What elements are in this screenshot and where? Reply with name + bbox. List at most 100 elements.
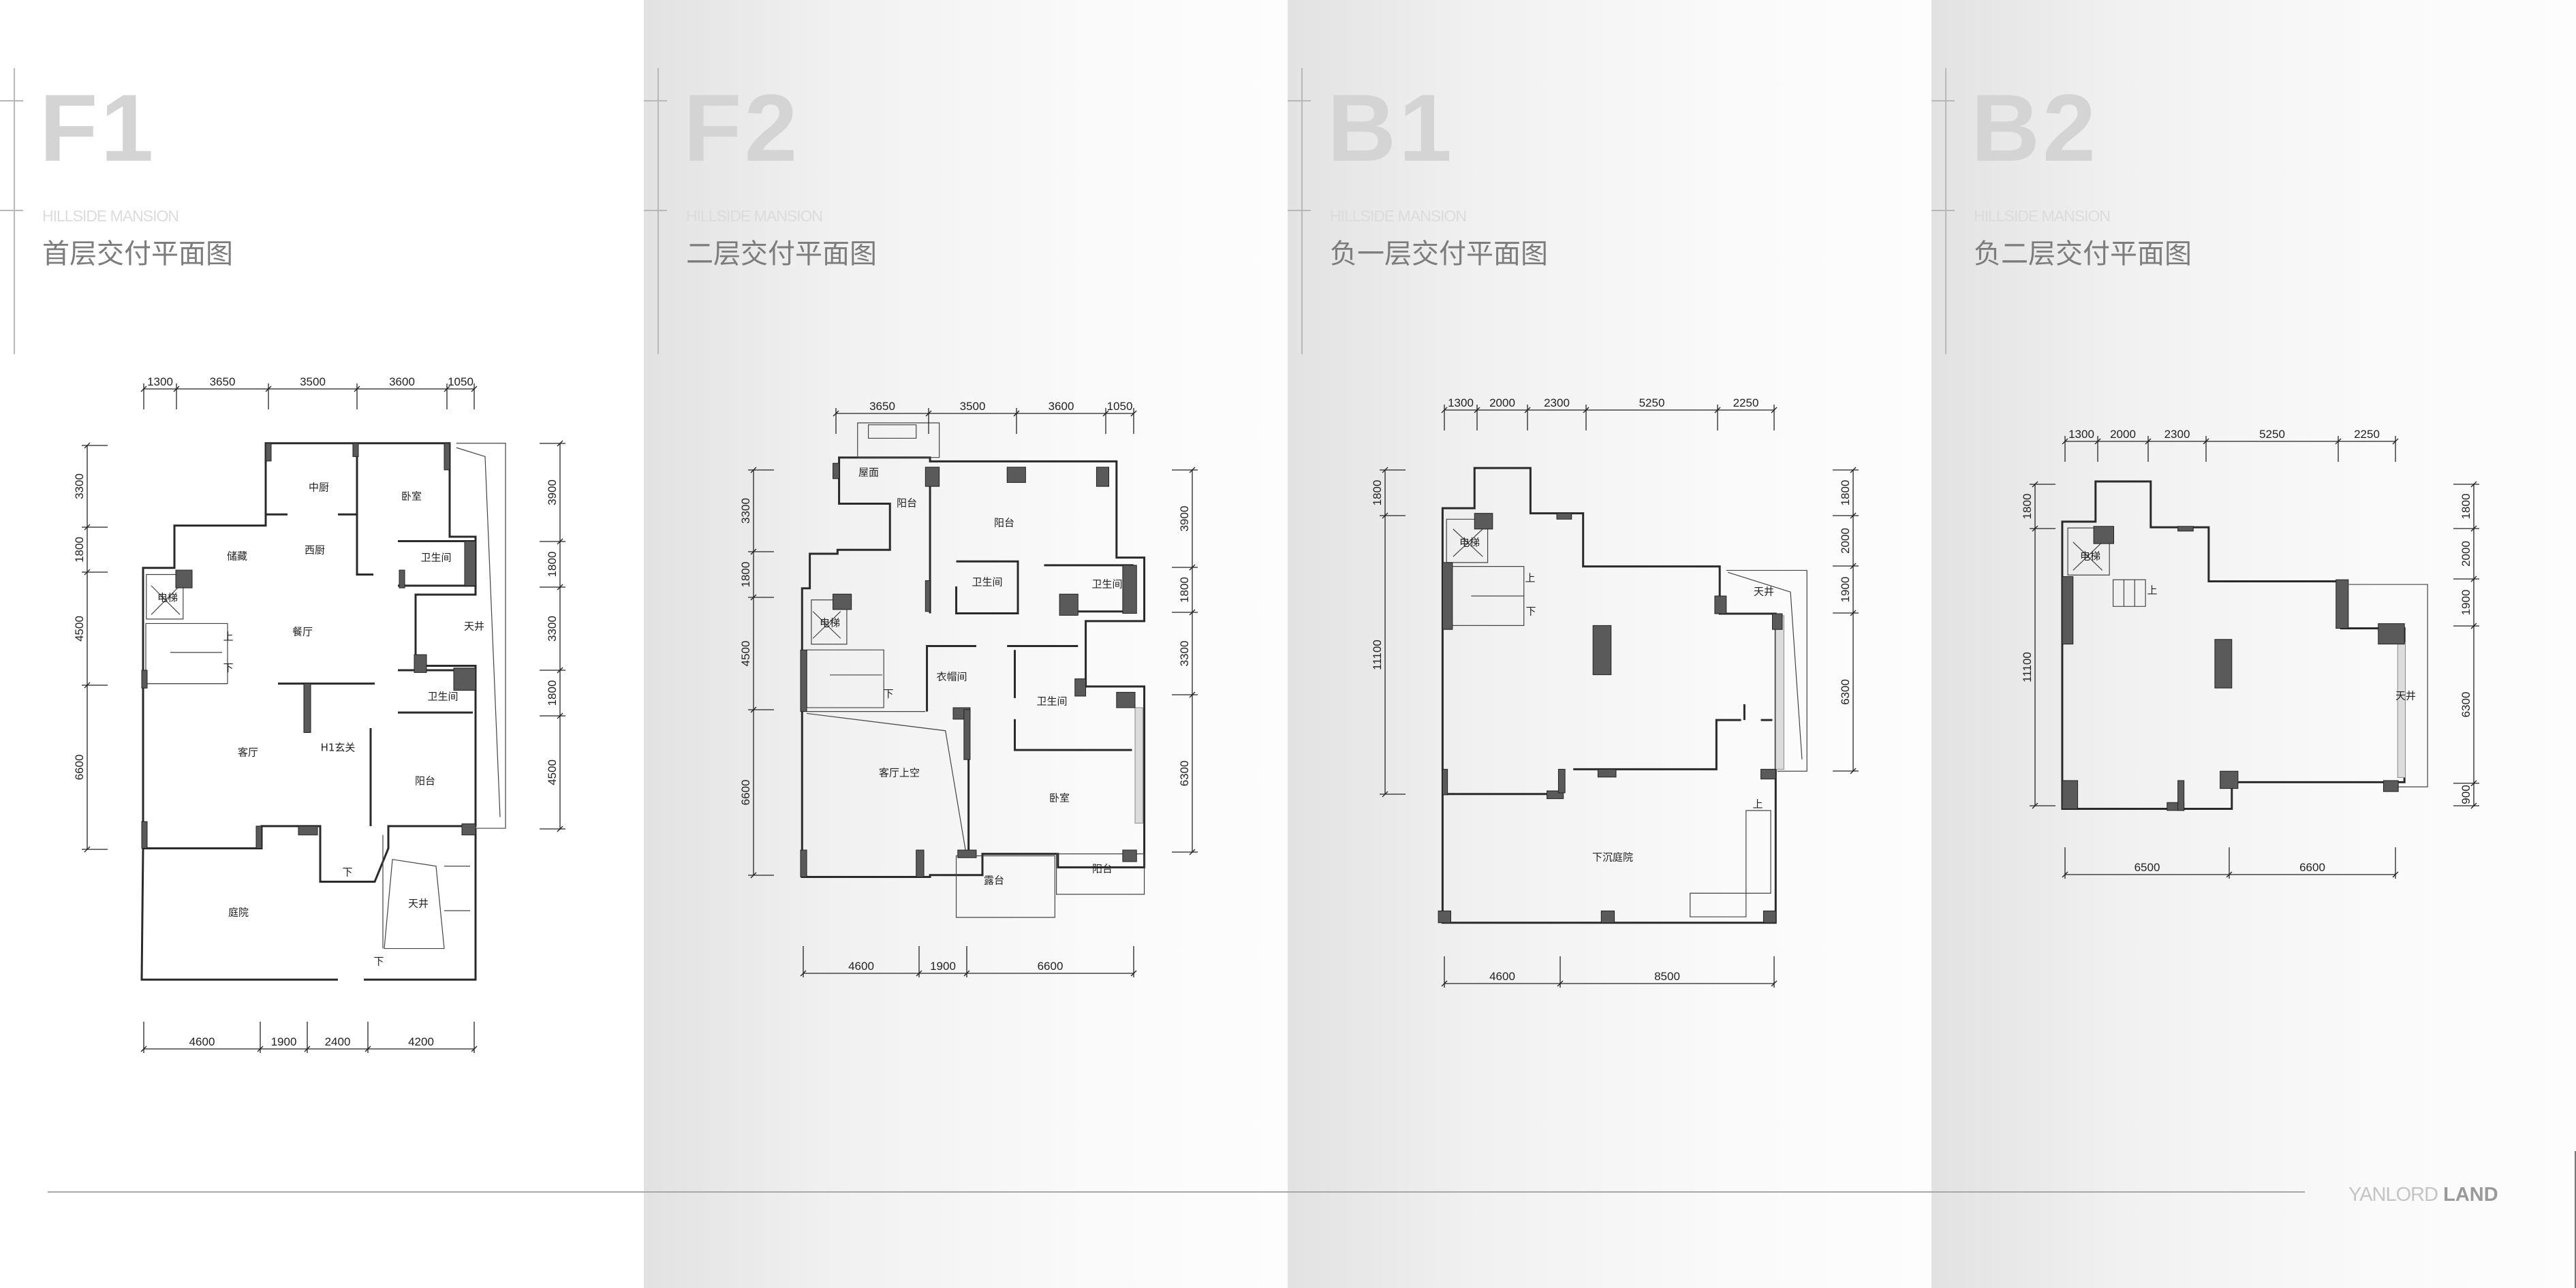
panel-f1: F1 HILLSIDE MANSION 首层交付平面图 — [0, 0, 644, 1288]
room-label: 电梯 — [1459, 537, 1480, 549]
dimension-tick — [1850, 768, 1857, 774]
dimension-label: 2400 — [325, 1035, 351, 1048]
divider-line — [1945, 68, 1946, 354]
dimension-label: 2000 — [2110, 428, 2136, 441]
dimension-tick — [364, 1046, 371, 1052]
dimension-tick — [471, 386, 478, 392]
dimension-label: 4500 — [739, 641, 752, 667]
dimension-tick — [84, 569, 91, 576]
dimension-label: 2300 — [1544, 396, 1570, 409]
dimension-label: 6600 — [2299, 861, 2325, 874]
dimension-label: 3300 — [546, 616, 559, 642]
dimension-label: 1800 — [546, 552, 559, 578]
brand-light: YANLORD — [2348, 1184, 2438, 1206]
dimension-label: 3600 — [1049, 400, 1074, 413]
floor-plan-f1 — [142, 443, 506, 980]
dimension-tick — [2392, 871, 2399, 878]
room-label: 上 — [2147, 584, 2157, 597]
divider-line — [657, 68, 659, 354]
dimension-label: 1050 — [1107, 400, 1133, 413]
dimension-tick — [1557, 980, 1564, 987]
dimension-tick — [916, 970, 922, 977]
dimension-tick — [1189, 849, 1196, 855]
room-label: 上 — [1752, 798, 1763, 811]
room-label: 客厅 — [238, 747, 258, 759]
room-label: 屋面 — [858, 467, 879, 479]
dimension-tick — [2203, 438, 2209, 445]
dimension-tick — [2032, 481, 2038, 488]
divider-tick — [644, 210, 667, 211]
project-subtitle: HILLSIDE MANSION — [1330, 207, 1467, 225]
room-label: 上 — [1525, 572, 1535, 584]
footer-rule — [48, 1191, 2305, 1193]
dimension-tick — [1189, 691, 1196, 698]
room-label: 庭院 — [228, 907, 249, 919]
dimension-tick — [1850, 563, 1857, 569]
room-label: 阳台 — [1092, 863, 1113, 875]
dimension-tick — [557, 538, 563, 545]
brand-logo: YANLORD LAND — [2348, 1184, 2498, 1206]
dimension-label: 4500 — [546, 759, 559, 785]
room-label: 电梯 — [2080, 550, 2100, 563]
dimension-label: 1800 — [73, 537, 86, 563]
dimension-label: 8500 — [1654, 970, 1680, 983]
dimension-label: 1300 — [1448, 396, 1474, 409]
dimension-tick — [833, 410, 839, 417]
divider-line — [1301, 68, 1303, 354]
dimension-tick — [963, 970, 970, 977]
dimension-label: 4600 — [1489, 970, 1515, 983]
dimension-tick — [557, 667, 563, 674]
plan-title: 二层交付平面图 — [686, 238, 877, 270]
dimension-tick — [304, 1046, 311, 1052]
dimension-tick — [84, 442, 91, 449]
room-label: 下 — [342, 866, 352, 879]
dimension-tick — [557, 712, 563, 719]
dimension-tick — [1771, 407, 1778, 413]
room-label: 餐厅 — [292, 626, 313, 638]
room-label: 衣帽间 — [936, 671, 967, 683]
dimension-tick — [444, 386, 450, 392]
dimension-label: 1800 — [1371, 480, 1384, 506]
dimension-tick — [2062, 438, 2068, 445]
dimension-tick — [2470, 525, 2477, 532]
room-label: 天井 — [408, 898, 429, 910]
dimension-label: 2000 — [1489, 396, 1515, 409]
project-subtitle: HILLSIDE MANSION — [686, 207, 823, 225]
floor-code: B2 — [1971, 74, 2098, 181]
floor-code: F1 — [40, 74, 157, 181]
dimension-label: 6600 — [73, 755, 86, 781]
dimension-label: 1900 — [930, 960, 956, 973]
dimension-label: 11100 — [2021, 652, 2034, 682]
dimension-label: 6500 — [2135, 861, 2160, 874]
divider-tick — [1288, 210, 1311, 211]
dimension-tick — [1382, 791, 1388, 798]
dimension-tick — [471, 1046, 478, 1052]
dimension-label: 2250 — [1733, 396, 1759, 409]
dimension-label: 1800 — [739, 562, 752, 588]
dimension-tick — [557, 440, 563, 447]
dimension-label: 4600 — [848, 960, 874, 973]
room-label: H1玄关 — [321, 742, 356, 754]
room-label: 西厨 — [305, 544, 325, 556]
dimension-label: 6600 — [1038, 960, 1064, 973]
dimension-label: 3900 — [546, 480, 559, 505]
dimension-label: 1050 — [448, 375, 474, 388]
dimension-tick — [1850, 467, 1857, 473]
dimension-tick — [2032, 525, 2038, 532]
dimension-label: 5250 — [2259, 428, 2285, 441]
dimension-tick — [2392, 438, 2399, 445]
room-label: 下沉庭院 — [1592, 851, 1633, 864]
dimension-label: 3500 — [960, 400, 986, 413]
dimension-tick — [1382, 512, 1388, 519]
divider-tick — [0, 100, 23, 101]
dimension-label: 6300 — [2459, 692, 2472, 718]
room-label: 下 — [223, 662, 233, 674]
dimension-tick — [2470, 802, 2477, 809]
room-label: 阳台 — [415, 775, 435, 787]
room-label: 下 — [373, 956, 384, 968]
dimension-tick — [2032, 802, 2038, 809]
divider-tick — [1288, 100, 1311, 101]
dimension-tick — [1441, 980, 1448, 987]
divider-tick — [1931, 100, 1955, 101]
